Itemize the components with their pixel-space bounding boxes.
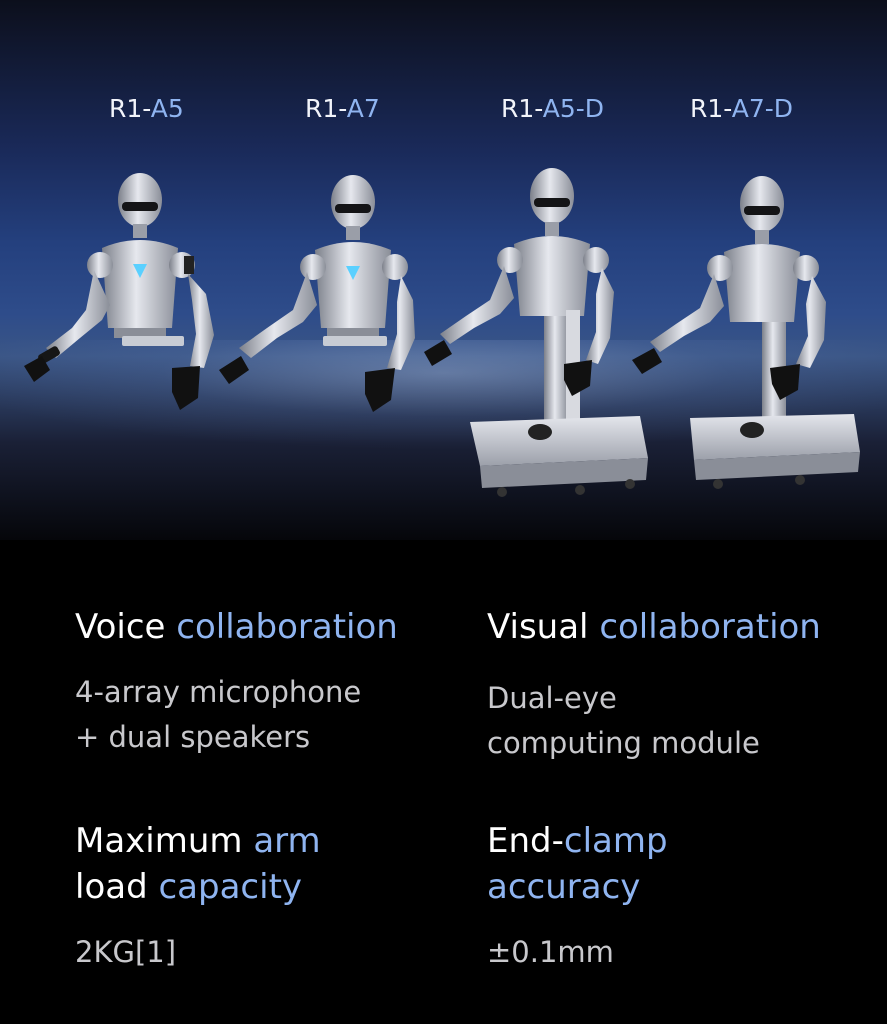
model-prefix: R1- [109,94,151,123]
robot-a5-d-image [420,160,655,500]
feature-voice-collaboration: Voice collaboration 4-array microphone +… [75,604,398,760]
feature-value: ±0.1mm [487,935,614,969]
model-label-r1-a7-d: R1-A7-D [690,94,793,123]
feature-description: 4-array microphone + dual speakers [75,675,362,754]
model-suffix: A7-D [731,94,794,123]
feature-value: 2KG[1] [75,935,177,969]
feature-title: Maximum arm load capacity [75,821,321,907]
robot-a5-image [20,170,230,415]
model-prefix: R1- [501,94,543,123]
feature-title: Visual collaboration [487,607,821,647]
model-suffix: A7 [346,94,380,123]
robot-a7-d-image [628,168,863,498]
robot-a7-image [215,170,425,415]
feature-description: Dual-eye computing module [487,681,760,760]
feature-end-clamp-accuracy: End-clamp accuracy ±0.1mm [487,818,668,975]
model-prefix: R1- [690,94,732,123]
model-suffix: A5 [150,94,184,123]
hero-banner: R1-A5 R1-A7 R1-A5-D R1-A7-D [0,0,887,540]
model-label-r1-a5: R1-A5 [109,94,184,123]
model-prefix: R1- [305,94,347,123]
model-suffix: A5-D [542,94,605,123]
feature-visual-collaboration: Visual collaboration Dual-eye computing … [487,604,821,766]
model-label-r1-a7: R1-A7 [305,94,380,123]
feature-title: End-clamp accuracy [487,821,668,907]
feature-title: Voice collaboration [75,607,398,647]
model-label-r1-a5-d: R1-A5-D [501,94,604,123]
feature-max-arm-load: Maximum arm load capacity 2KG[1] [75,818,321,975]
